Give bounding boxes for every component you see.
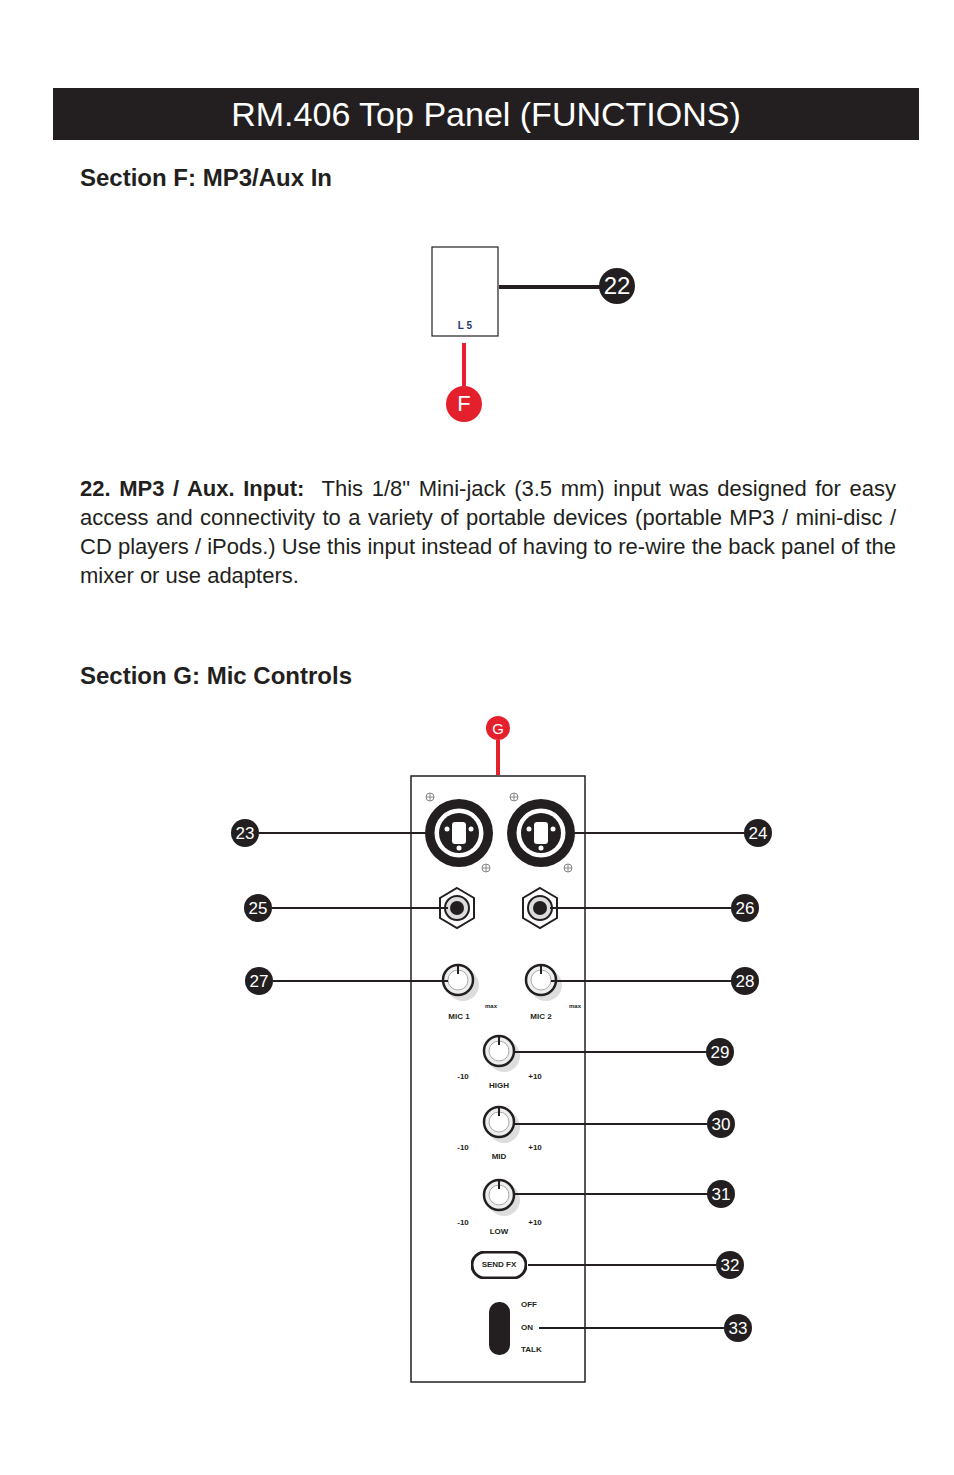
leader-line bbox=[496, 740, 500, 775]
section-heading: Section F: MP3/Aux In bbox=[80, 166, 332, 190]
callout-number: F bbox=[446, 386, 482, 422]
switch bbox=[489, 1302, 510, 1355]
panel-label: -10 bbox=[457, 1073, 469, 1081]
panel-label: +10 bbox=[528, 1219, 542, 1227]
callout-number: 26 bbox=[731, 894, 759, 922]
panel-label: OFF bbox=[521, 1301, 537, 1309]
callout-number: 32 bbox=[716, 1251, 744, 1279]
callout-text: 27 bbox=[250, 973, 269, 990]
panel-label: +10 bbox=[528, 1144, 542, 1152]
panel-label: MIC 2 bbox=[530, 1013, 551, 1021]
callout-text: 28 bbox=[736, 973, 755, 990]
callout-number: G bbox=[486, 716, 510, 740]
panel-outline bbox=[411, 776, 585, 1382]
callout-number: 22 bbox=[599, 268, 635, 304]
callout-text: 25 bbox=[249, 900, 268, 917]
knobs bbox=[443, 965, 562, 1216]
callout-text: 23 bbox=[236, 825, 255, 842]
item-heading: 22. MP3 / Aux. Input: bbox=[80, 476, 304, 501]
section-heading: Section G: Mic Controls bbox=[80, 664, 352, 688]
panel-label: MIC 1 bbox=[448, 1013, 469, 1021]
combo-jacks bbox=[425, 799, 575, 867]
callout-text: 24 bbox=[749, 825, 768, 842]
callout-text: G bbox=[492, 721, 504, 736]
callout-text: 32 bbox=[721, 1257, 740, 1274]
callout-text: 33 bbox=[729, 1320, 748, 1337]
leader-lines bbox=[259, 833, 744, 1328]
panel-label: TALK bbox=[521, 1346, 542, 1354]
callout-text: 22 bbox=[604, 274, 631, 298]
callout-number: 30 bbox=[707, 1110, 735, 1138]
panel-label: max bbox=[569, 1003, 581, 1009]
panel-label: +10 bbox=[528, 1073, 542, 1081]
callout-number: 23 bbox=[231, 819, 259, 847]
node-label: SEND FX bbox=[482, 1261, 517, 1269]
callout-text: F bbox=[457, 393, 470, 415]
panel-label: -10 bbox=[457, 1144, 469, 1152]
callout-text: 30 bbox=[712, 1116, 731, 1133]
description-paragraph: 22. MP3 / Aux. Input: This 1/8" Mini-jac… bbox=[80, 474, 896, 590]
page-title: RM.406 Top Panel (FUNCTIONS) bbox=[231, 95, 741, 134]
panel-label: LOW bbox=[490, 1228, 509, 1236]
panel-label: HIGH bbox=[489, 1082, 509, 1090]
callout-number: 25 bbox=[244, 894, 272, 922]
callout-number: 27 bbox=[245, 967, 273, 995]
callout-number: 24 bbox=[744, 819, 772, 847]
callout-text: 31 bbox=[712, 1186, 731, 1203]
node-label: L 5 bbox=[458, 321, 472, 331]
callout-number: 33 bbox=[724, 1314, 752, 1342]
panel-label: MID bbox=[492, 1153, 507, 1161]
panel-label: -10 bbox=[457, 1219, 469, 1227]
button: SEND FX bbox=[471, 1251, 527, 1279]
callout-text: 29 bbox=[711, 1044, 730, 1061]
panel-label: ON bbox=[521, 1324, 533, 1332]
quarter-inch-jacks bbox=[440, 888, 557, 928]
jack-box: L 5 bbox=[431, 246, 499, 337]
callout-number: 29 bbox=[706, 1038, 734, 1066]
callout-text: 26 bbox=[736, 900, 755, 917]
callout-number: 31 bbox=[707, 1180, 735, 1208]
panel-label: max bbox=[485, 1003, 497, 1009]
title-bar: RM.406 Top Panel (FUNCTIONS) bbox=[53, 88, 919, 140]
callout-number: 28 bbox=[731, 967, 759, 995]
leader-line bbox=[499, 285, 600, 289]
leader-line bbox=[462, 343, 466, 386]
